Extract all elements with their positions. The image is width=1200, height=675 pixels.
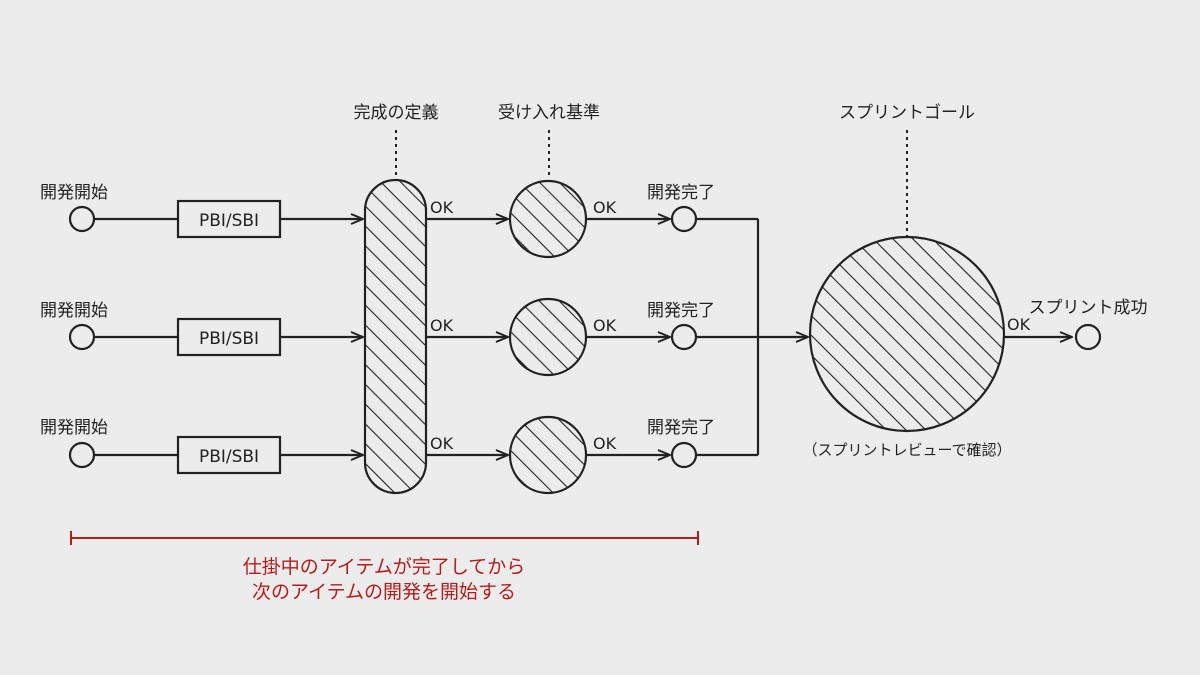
dev-start-label: 開発開始	[40, 301, 108, 321]
wip-bracket	[70, 531, 699, 545]
ok-label: OK	[430, 434, 454, 453]
ok-label: OK	[593, 316, 617, 335]
definition-of-done-label: 完成の定義	[354, 103, 439, 123]
item-label: PBI/SBI	[199, 329, 259, 349]
dev-done-node	[670, 441, 698, 469]
ok-label: OK	[1007, 315, 1031, 334]
item-label: PBI/SBI	[199, 211, 259, 231]
dev-done-node	[670, 205, 698, 233]
item-label: PBI/SBI	[199, 447, 259, 467]
sprint-review-note: （スプリントレビューで確認）	[802, 441, 1011, 459]
wip-note-line-2: 次のアイテムの開発を開始する	[252, 581, 516, 603]
sprint-goal-node	[808, 235, 1006, 433]
ok-label: OK	[430, 316, 454, 335]
ok-label: OK	[430, 198, 454, 217]
dev-start-label: 開発開始	[40, 183, 108, 203]
ok-label: OK	[593, 198, 617, 217]
flow-row-3: 開発開始 PBI/SBI OK OK 開発完了	[40, 415, 758, 495]
dev-start-label: 開発開始	[40, 418, 108, 438]
ok-label: OK	[593, 434, 617, 453]
acceptance-criteria-node	[508, 179, 588, 259]
wip-note-line-1: 仕掛中のアイテムが完了してから	[243, 556, 526, 578]
dev-done-label: 開発完了	[647, 301, 715, 321]
dev-start-node	[68, 323, 96, 351]
flow-row-1: 開発開始 PBI/SBI OK OK 開発完了	[40, 179, 758, 259]
definition-of-done-node	[363, 178, 428, 495]
acceptance-criteria-label: 受け入れ基準	[498, 103, 600, 123]
flow-row-2: 開発開始 PBI/SBI OK OK 開発完了	[40, 297, 808, 377]
dev-start-node	[68, 205, 96, 233]
sprint-goal-label: スプリントゴール	[839, 102, 975, 123]
dev-start-node	[68, 441, 96, 469]
dev-done-label: 開発完了	[647, 183, 715, 203]
sprint-success-label: スプリント成功	[1029, 298, 1148, 318]
dev-done-label: 開発完了	[647, 418, 715, 438]
dev-done-node	[670, 323, 698, 351]
sprint-success-node	[1074, 323, 1102, 351]
acceptance-criteria-node	[508, 297, 588, 377]
acceptance-criteria-node	[508, 415, 588, 495]
